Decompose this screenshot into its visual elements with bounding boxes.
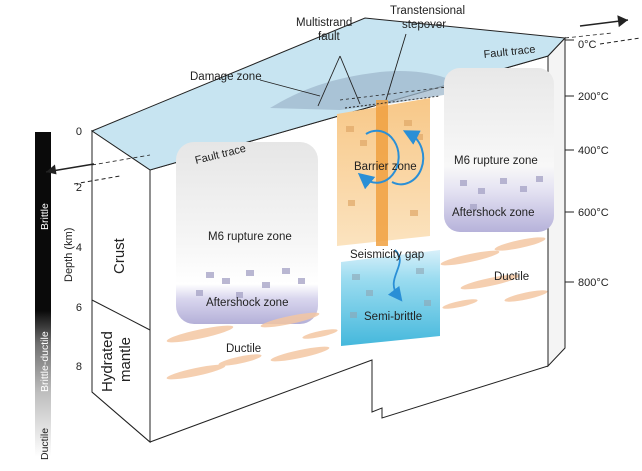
label-multistrand-2: fault (318, 31, 341, 43)
label-aftershock-left: Aftershock zone (206, 297, 288, 309)
temp-tick-400: 400°C (578, 145, 609, 157)
temp-tick-600: 600°C (578, 207, 609, 219)
rotation-arrow-left (357, 129, 400, 190)
label-barrier-zone: Barrier zone (354, 161, 417, 173)
fault-trace-line-right (564, 32, 613, 39)
label-rupture-left: M6 rupture zone (208, 231, 292, 243)
fault-trace-line-top (339, 85, 456, 101)
depth-axis-label: Depth (km) (63, 228, 75, 282)
rotation-arrow-right (391, 130, 425, 186)
label-semi-brittle: Semi-brittle (364, 311, 422, 323)
temp-tick-200: 200°C (578, 91, 609, 103)
depth-tick-0: 0 (76, 126, 82, 138)
depth-axis: 0 2 4 6 8 Depth (km) (63, 126, 93, 392)
rheology-gradient (35, 132, 51, 457)
label-damage-zone: Damage zone (190, 71, 262, 83)
label-fault-trace-top: Fault trace (483, 44, 536, 61)
label-ductile-right: Ductile (494, 271, 529, 283)
barrier-core-strand (376, 100, 388, 246)
ductile-lenses-left (166, 312, 338, 380)
label-crust: Crust (111, 237, 128, 274)
label-rupture-right: M6 rupture zone (454, 155, 538, 167)
label-seismicity-gap: Seismicity gap (350, 249, 424, 261)
depth-tick-4: 4 (76, 242, 82, 254)
block-left-face (91, 130, 151, 444)
rheology-bar: Brittle Brittle-ductile Ductile (35, 132, 51, 460)
depth-tick-2: 2 (76, 182, 82, 194)
depth-tick-6: 6 (76, 302, 82, 314)
label-multistrand-1: Multistrand (296, 17, 352, 29)
slip-arrow-left (45, 163, 121, 185)
label-ductile-left: Ductile (226, 343, 261, 355)
semi-brittle-arrow (387, 249, 403, 302)
aftershock-dots-right (460, 176, 543, 210)
fault-trace-line-left (91, 154, 151, 166)
label-hydrated: Hydrated (99, 331, 116, 392)
ductile-lenses-right (440, 237, 548, 309)
rupture-zone-left (176, 142, 318, 324)
rheology-brittle-ductile-label: Brittle-ductile (39, 331, 51, 392)
depth-tick-8: 8 (76, 361, 82, 373)
semi-brittle-patches (350, 268, 431, 318)
label-mantle: mantle (117, 337, 134, 382)
rheology-brittle-label: Brittle (39, 203, 51, 230)
slip-arrow-right (579, 15, 641, 45)
damage-zone-shape (270, 70, 470, 110)
label-aftershock-right: Aftershock zone (452, 207, 534, 219)
rheology-ductile-label: Ductile (39, 428, 51, 460)
label-transtensional-2: stepover (402, 19, 446, 31)
label-transtensional-1: Transtensional (390, 5, 465, 17)
temp-tick-800: 800°C (578, 277, 609, 289)
aftershock-dots-left (196, 268, 305, 298)
temperature-axis: 0°C 200°C 400°C 600°C 800°C (565, 39, 609, 289)
crust-mantle-boundary (91, 299, 151, 331)
leader-lines (259, 33, 441, 109)
semi-brittle-zone (341, 250, 440, 346)
temp-tick-0: 0°C (578, 39, 597, 51)
